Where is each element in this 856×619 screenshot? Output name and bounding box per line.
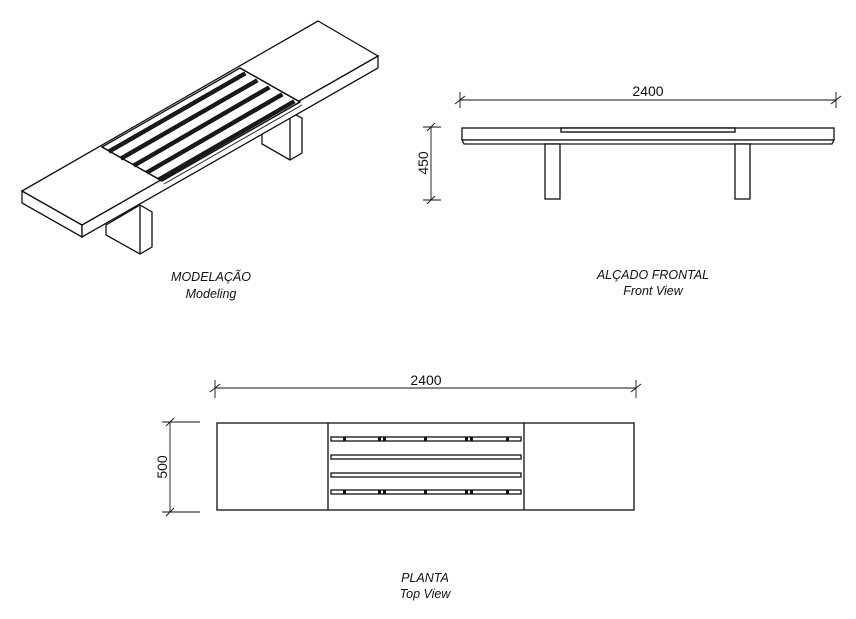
iso-slat-panel — [100, 67, 303, 185]
isometric-view — [20, 20, 380, 255]
front-leg-left — [544, 143, 561, 200]
plan-view: 2400 500 — [154, 372, 642, 517]
front-title: ALÇADO FRONTAL — [596, 268, 709, 282]
front-height-dimension — [423, 122, 441, 205]
plan-subtitle: Top View — [400, 587, 452, 601]
front-view: 2400 450 — [415, 83, 842, 205]
plan-width-label: 2400 — [410, 372, 441, 388]
plan-height-dimension — [162, 417, 200, 517]
front-bench-top — [460, 127, 836, 145]
plan-slats — [330, 436, 522, 495]
plan-bench-outline — [216, 422, 635, 511]
plan-height-label: 500 — [154, 455, 170, 479]
modeling-title: MODELAÇÃO — [171, 270, 251, 284]
front-height-label: 450 — [415, 151, 431, 175]
front-subtitle: Front View — [623, 284, 683, 298]
front-leg-right — [734, 143, 751, 200]
plan-title: PLANTA — [401, 571, 449, 585]
front-width-dimension — [454, 92, 842, 108]
front-width-label: 2400 — [632, 83, 663, 99]
iso-leg-left — [105, 204, 153, 255]
modeling-subtitle: Modeling — [186, 287, 237, 301]
plan-width-dimension — [209, 380, 642, 398]
